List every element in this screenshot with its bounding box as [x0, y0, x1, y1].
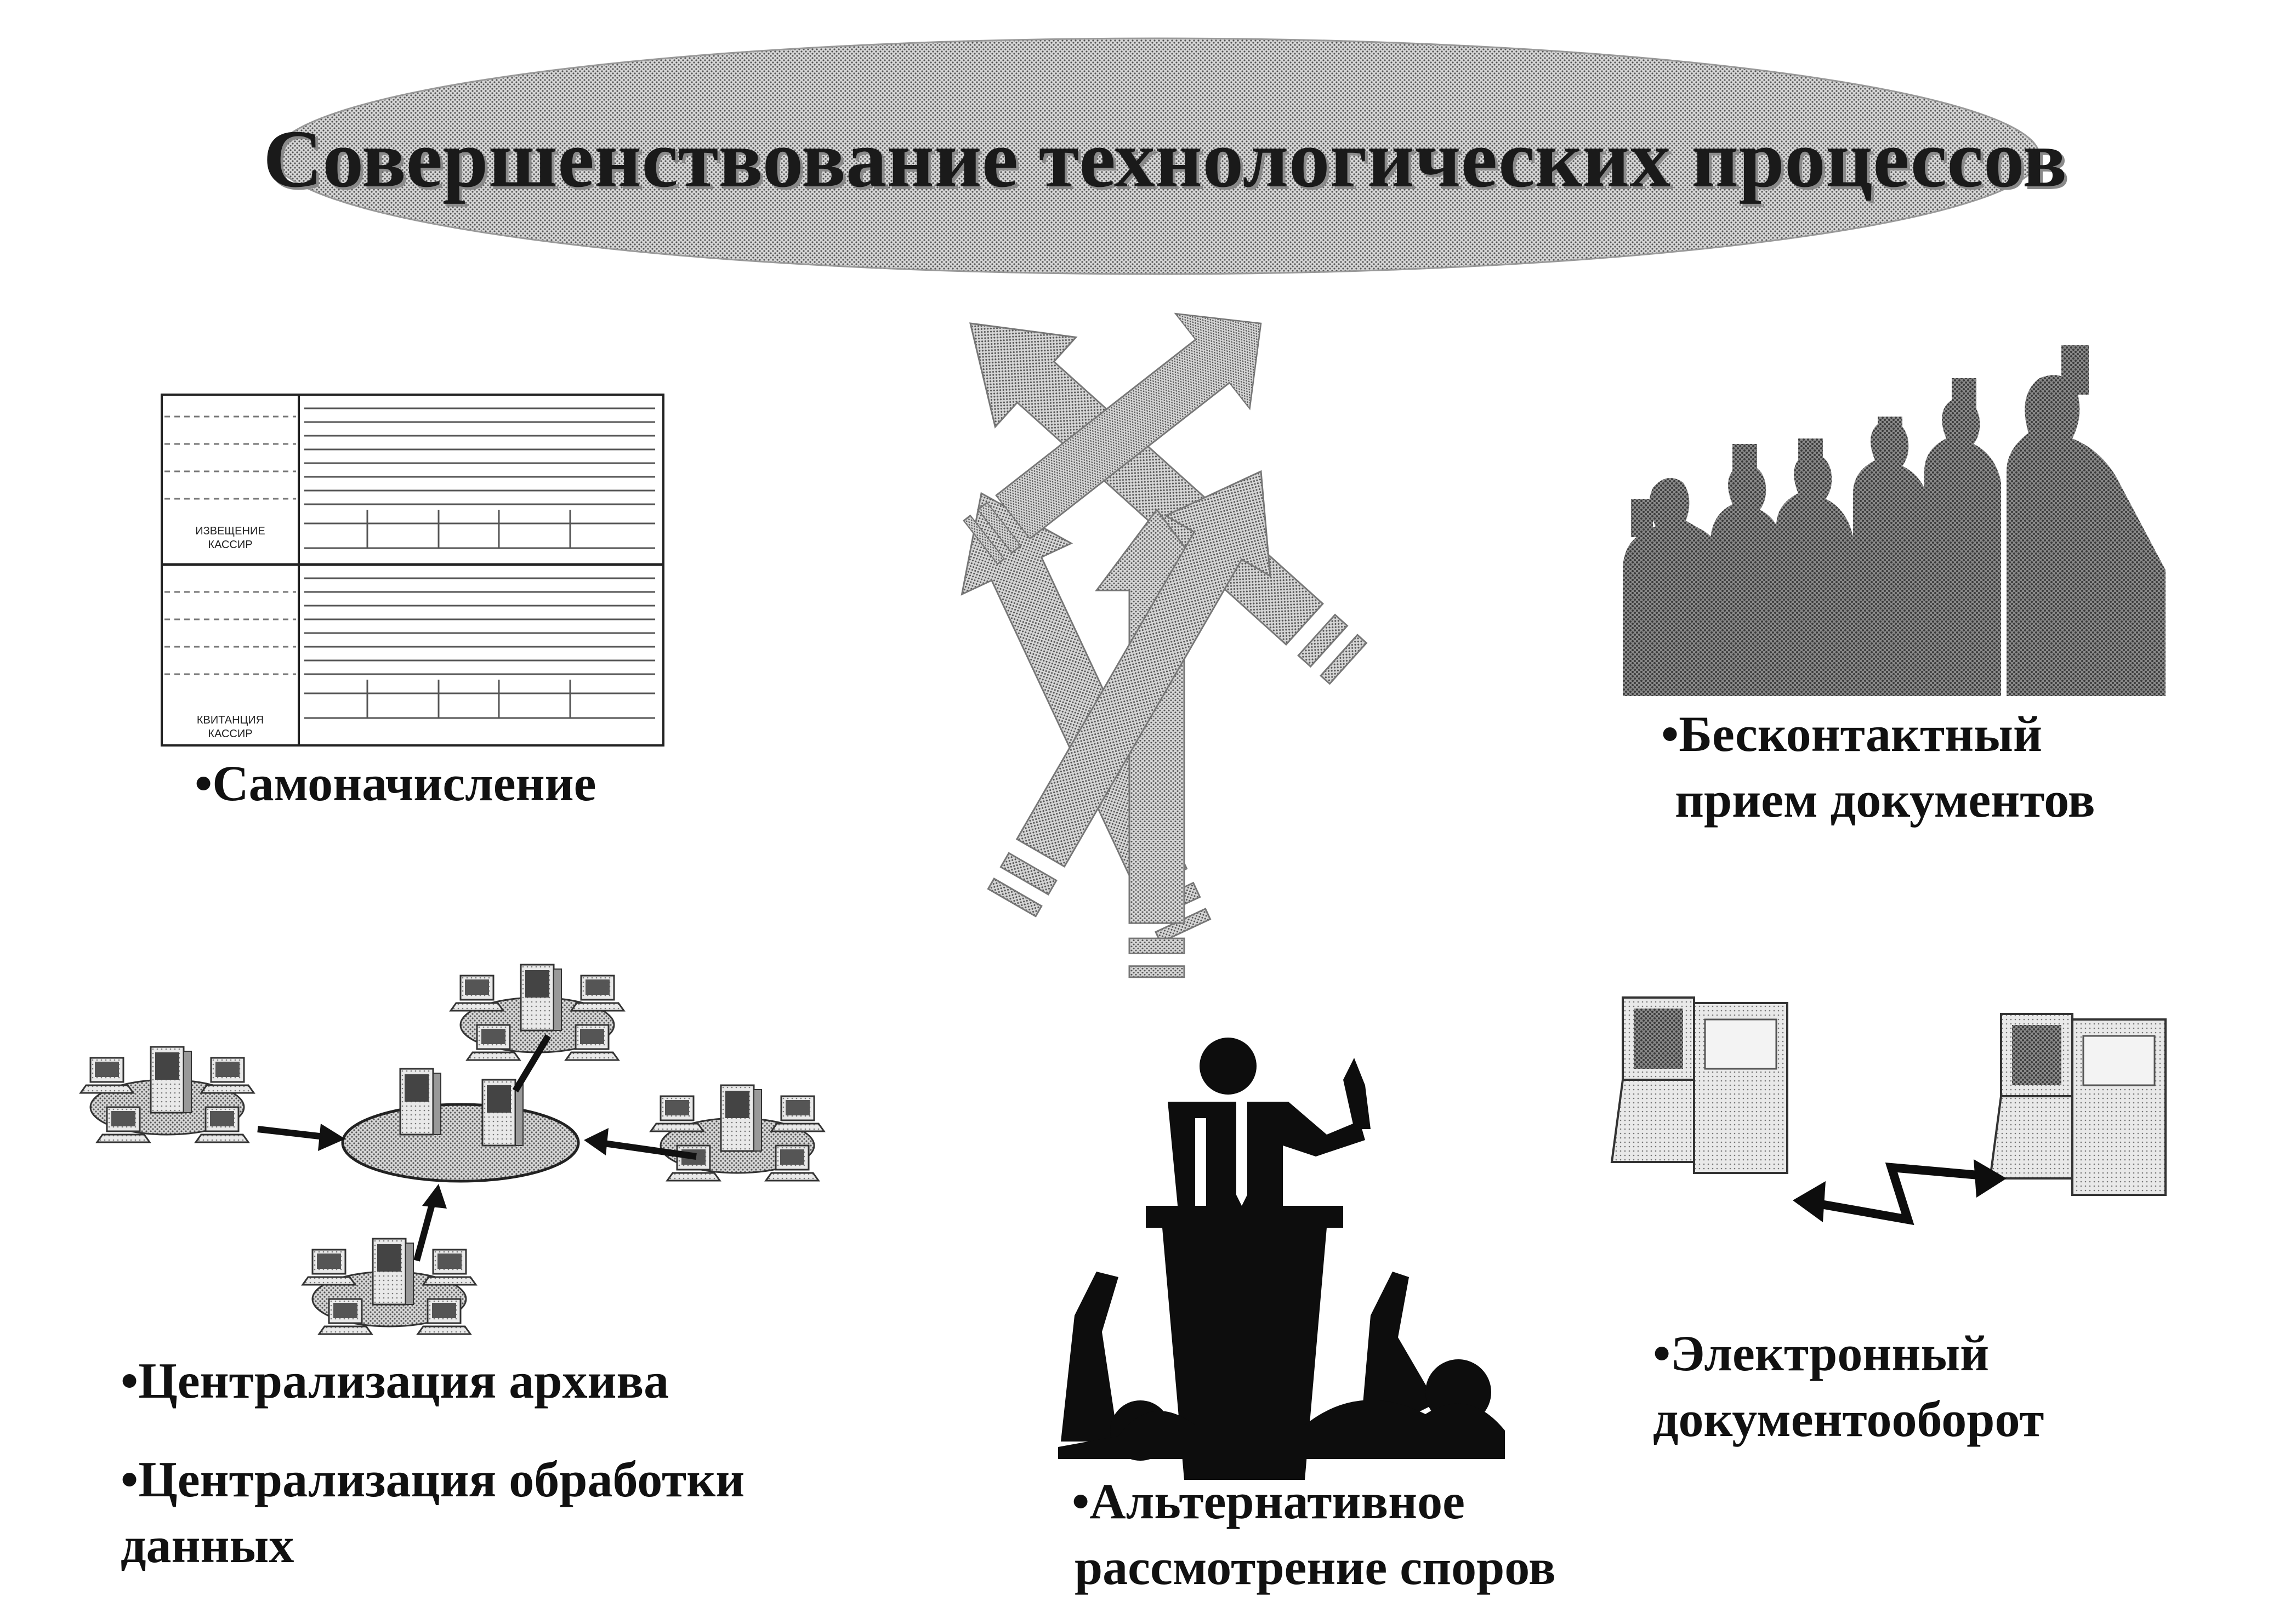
title-ellipse	[273, 37, 2041, 275]
crowd-silhouette	[1623, 345, 2166, 696]
label-edo-line2: документооборот	[1653, 1391, 2044, 1447]
label-processing-line1: •Централизация обработки	[121, 1451, 745, 1507]
label-self-assessment: •Самоначисление	[195, 755, 596, 811]
form-stamp-top-2: КАССИР	[208, 539, 252, 551]
label-archive-centralization: •Централизация архива	[121, 1353, 669, 1409]
form-stamp-top: ИЗВЕЩЕНИЕ	[195, 525, 265, 537]
form-stamp-bottom-2: КАССИР	[208, 728, 252, 740]
diagram-title: Совершенствование технологических процес…	[263, 113, 2067, 204]
label-adr-line2: рассмотрение споров	[1075, 1539, 1556, 1595]
label-adr-line1: •Альтернативное	[1072, 1473, 1465, 1529]
label-processing-line2: данных	[121, 1517, 294, 1573]
network-diagram	[81, 965, 824, 1334]
linked-computers	[1610, 996, 2167, 1226]
form-stamp-bottom: КВИТАНЦИЯ	[197, 714, 264, 726]
payment-form-illustration: ИЗВЕЩЕНИЕ КАССИР КВИТАНЦИЯ КАССИР	[161, 394, 664, 747]
label-contactless-line2: прием документов	[1675, 772, 2095, 828]
label-edo-line1: •Электронный	[1653, 1325, 1990, 1381]
label-contactless-line1: •Бесконтактный	[1661, 706, 2042, 762]
speaker-silhouette	[1058, 1038, 1505, 1480]
